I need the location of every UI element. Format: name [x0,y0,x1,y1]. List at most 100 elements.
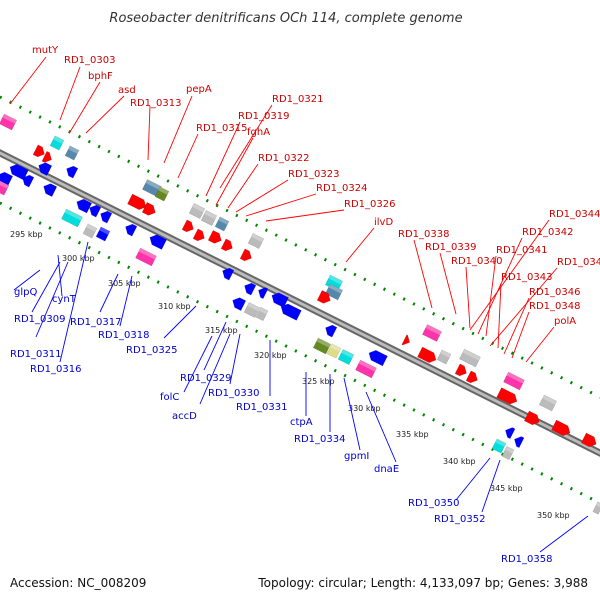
forward-gene-leader-rd1-0323 [235,179,289,213]
forward-gene-label-pepa: pepA [186,84,212,95]
reverse-gene-leader-rd1-0311 [35,261,69,338]
kbp-label-6: 325 kbp [302,377,335,386]
reverse-gene-label-rd1-0334: RD1_0334 [294,434,345,445]
gene-feature-17 [95,226,111,242]
reverse-gene-leader-glpq [13,269,41,291]
forward-gene-leader-rd1-0344 [469,219,550,331]
forward-gene-label-rd1-0315: RD1_0315 [196,123,247,134]
kbp-label-0: 295 kbp [10,230,43,239]
gene-feature-14 [100,210,113,224]
reverse-gene-label-rd1-0317: RD1_0317 [70,317,121,328]
forward-gene-label-rd1-0321: RD1_0321 [272,94,323,105]
reverse-gene-label-rd1-0329: RD1_0329 [180,373,231,384]
gene-feature-28 [181,219,194,233]
forward-gene-label-asd: asd [118,85,136,96]
gene-feature-39 [243,302,261,318]
forward-gene-label-rd1-0339: RD1_0339 [425,242,476,253]
gene-feature-5 [32,144,45,158]
forward-gene-leader-pola [525,326,555,363]
gene-feature-11 [66,165,79,179]
forward-gene-leader-rd1-0321 [219,104,273,189]
reverse-gene-label-accd: accD [172,411,197,422]
forward-gene-label-rd1-0340: RD1_0340 [451,256,502,267]
reverse-gene-leader-rd1-0317 [99,273,119,313]
reverse-gene-leader-rd1-0352 [481,459,501,513]
forward-gene-leader-rd1-0303 [59,66,81,121]
gene-feature-12 [76,198,93,214]
forward-gene-leader-rd1-0341 [485,255,497,337]
reverse-gene-leader-rd1-0350 [455,457,491,501]
gene-feature-31 [220,238,233,252]
gene-feature-67 [501,445,515,461]
gene-feature-41 [280,303,302,321]
forward-gene-leader-rd1-0322 [227,163,259,209]
reverse-gene-label-ctpa: ctpA [290,417,313,428]
gene-feature-19 [154,186,170,202]
gene-feature-21 [141,202,156,216]
gene-feature-4 [64,145,80,161]
gene-feature-68 [592,501,600,515]
gene-feature-50 [368,350,388,367]
reverse-gene-label-cynt: cynT [52,294,77,305]
reverse-gene-leader-dnae [365,391,397,463]
gene-feature-2 [0,180,10,196]
reverse-gene-label-rd1-0311: RD1_0311 [10,349,61,360]
forward-gene-leader-asd [85,95,125,134]
gene-feature-3 [49,135,65,151]
forward-gene-leader-rd1-0340 [465,266,471,329]
gene-feature-52 [401,334,410,346]
gene-feature-64 [505,427,516,440]
reverse-gene-leader-rd1-0309 [31,261,61,313]
accession-text: Accession: NC_008209 [10,576,146,590]
reverse-gene-label-glpq: glpQ [14,287,37,298]
kbp-label-10: 345 kbp [490,484,523,493]
reverse-gene-label-rd1-0350: RD1_0350 [408,498,459,509]
forward-gene-label-bphf: bphF [88,71,113,82]
reverse-gene-label-rd1-0309: RD1_0309 [14,314,65,325]
forward-gene-label-rd1-0346: RD1_0346 [529,287,580,298]
forward-gene-label-rd1-0341: RD1_0341 [496,245,547,256]
forward-gene-label-muty: mutY [32,45,59,56]
reverse-gene-label-dnae: dnaE [374,464,399,475]
gene-features [0,113,600,515]
forward-gene-label-rd1-0324: RD1_0324 [316,183,367,194]
forward-gene-label-rd1-0342: RD1_0342 [522,227,573,238]
forward-gene-label-rd1-0322: RD1_0322 [258,153,309,164]
gene-feature-25 [188,203,206,219]
gene-feature-40 [255,306,269,322]
forward-gene-leader-rd1-0339 [439,252,457,315]
forward-gene-leader-rd1-0342 [477,237,523,335]
gene-feature-24 [135,247,157,267]
reverse-gene-label-rd1-0331: RD1_0331 [236,402,287,413]
gene-feature-63 [580,432,597,448]
reverse-gene-label-rd1-0330: RD1_0330 [208,388,259,399]
gene-feature-58 [503,371,525,391]
forward-gene-leader-fgha [215,137,254,206]
forward-gene-label-fgha: fghA [247,127,270,138]
reverse-gene-leader-rd1-0316 [59,241,89,363]
reverse-gene-leader-folc [183,335,213,393]
reverse-gene-leader-cynt [57,254,63,297]
forward-gene-leader-rd1-0346 [503,297,530,355]
gene-feature-66 [491,438,507,454]
label-leader-lines [9,56,589,553]
gene-feature-36 [258,287,269,300]
forward-gene-label-ilvd: ilvD [374,217,393,228]
kbp-label-2: 305 kbp [108,279,141,288]
reverse-gene-leader-rd1-0330 [229,333,241,385]
gene-feature-20 [127,193,147,210]
gene-feature-10 [43,183,58,197]
gene-feature-65 [514,436,525,449]
forward-gene-leader-rd1-0343 [497,282,502,349]
gene-feature-30 [207,230,222,244]
gene-feature-57 [459,348,481,368]
gene-feature-51 [422,324,442,342]
forward-gene-leader-rd1-0345 [489,267,558,347]
gene-feature-37 [271,292,289,308]
reverse-gene-label-rd1-0318: RD1_0318 [98,330,149,341]
gene-feature-34 [222,267,235,281]
forward-gene-label-rd1-0345: RD1_0345 [557,257,600,268]
